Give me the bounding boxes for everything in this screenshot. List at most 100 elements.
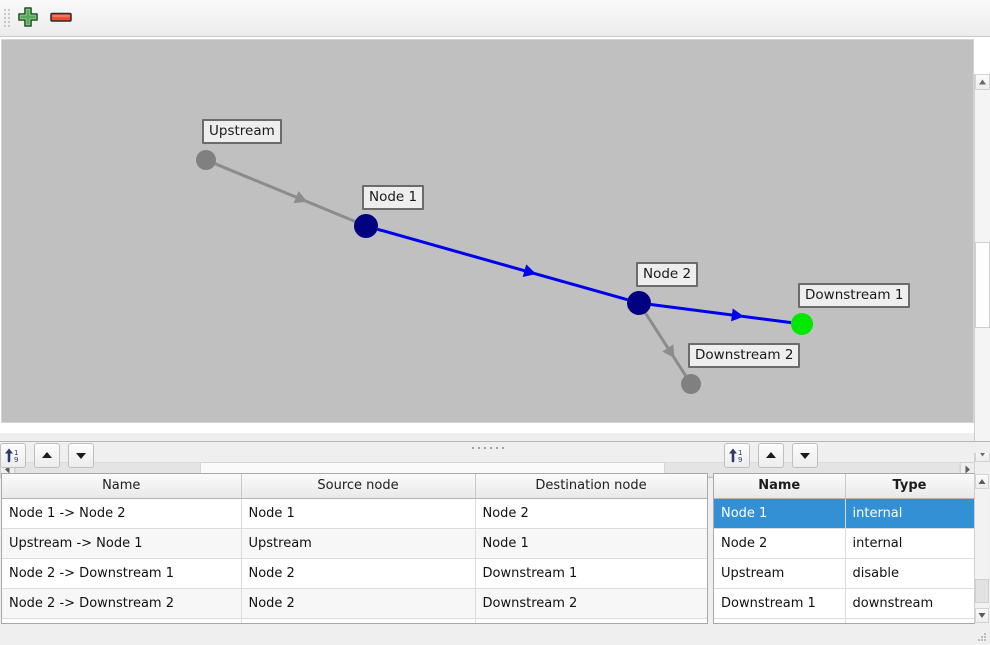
edge-table-empty-cell xyxy=(2,618,242,623)
graph-node-label-upstream[interactable]: Upstream xyxy=(202,119,282,144)
add-button[interactable] xyxy=(14,5,42,32)
status-bar xyxy=(0,625,990,645)
svg-text:9: 9 xyxy=(14,456,18,464)
edge-table-cell-0[interactable]: Node 2 -> Downstream 2 xyxy=(2,588,242,619)
edge-sort-button[interactable]: 1 9 xyxy=(0,443,26,468)
scroll-up-arrow-icon[interactable] xyxy=(975,474,989,489)
edge-table-cell-2[interactable]: Downstream 1 xyxy=(475,558,707,589)
graph-node-downstream2[interactable] xyxy=(681,374,701,394)
node-table-cell-0[interactable]: Node 2 xyxy=(714,528,846,559)
node-table-cell-0[interactable]: Downstream 1 xyxy=(714,588,846,619)
graph-vscroll-thumb[interactable] xyxy=(975,242,990,328)
graph-node-node2[interactable] xyxy=(627,291,651,315)
node-table-empty-row xyxy=(714,618,974,623)
edge-table-cell-1[interactable]: Node 2 xyxy=(241,588,476,619)
graph-edge-node2-downstream1[interactable] xyxy=(650,303,792,325)
edge-table-column-header-2[interactable]: Destination node xyxy=(475,474,707,499)
edge-table-cell-2[interactable]: Node 1 xyxy=(475,528,707,559)
green-plus-icon xyxy=(18,7,38,27)
triangle-down-icon xyxy=(800,453,810,459)
node-table-cell-1[interactable]: internal xyxy=(845,528,974,559)
graph-node-label-downstream1[interactable]: Downstream 1 xyxy=(798,283,911,308)
graph-node-node1[interactable] xyxy=(354,214,378,238)
edge-table-cell-0[interactable]: Upstream -> Node 1 xyxy=(2,528,242,559)
svg-text:1: 1 xyxy=(738,449,742,457)
triangle-up-icon xyxy=(42,452,52,458)
svg-text:9: 9 xyxy=(738,456,742,464)
node-sort-button[interactable]: 1 9 xyxy=(724,443,750,468)
edge-table-column-header-1[interactable]: Source node xyxy=(241,474,476,499)
node-table-column-header-0[interactable]: Name xyxy=(714,474,846,499)
graph-node-label-node2[interactable]: Node 2 xyxy=(636,262,699,287)
node-table-cell-0[interactable]: Node 1 xyxy=(714,498,846,529)
edge-table-cell-1[interactable]: Node 2 xyxy=(241,558,476,589)
edge-move-down-button[interactable] xyxy=(68,443,94,468)
graph-edge-arrow-node2-downstream1 xyxy=(731,308,744,322)
edge-table-column-header-0[interactable]: Name xyxy=(2,474,242,499)
edge-table-cell-1[interactable]: Node 1 xyxy=(241,498,476,529)
edge-move-up-button[interactable] xyxy=(34,443,60,468)
graph-node-label-downstream2[interactable]: Downstream 2 xyxy=(688,343,801,368)
edge-table-empty-cell xyxy=(475,618,707,623)
delete-button[interactable] xyxy=(47,5,75,32)
graph-edge-upstream-node1[interactable] xyxy=(214,162,356,223)
red-minus-icon xyxy=(50,12,72,22)
node-table-empty-cell xyxy=(845,618,974,623)
node-table-cell-1[interactable]: downstream xyxy=(845,588,974,619)
triangle-down-icon xyxy=(76,453,86,459)
graph-edge-arrow-node2-downstream2 xyxy=(662,344,675,359)
edge-table-cell-2[interactable]: Downstream 2 xyxy=(475,588,707,619)
edge-table-cell-0[interactable]: Node 1 -> Node 2 xyxy=(2,498,242,529)
graph-node-label-node1[interactable]: Node 1 xyxy=(362,185,425,210)
scroll-down-arrow-icon[interactable] xyxy=(975,608,989,623)
node-table-cell-1[interactable]: disable xyxy=(845,558,974,589)
graph-edge-node1-node2[interactable] xyxy=(377,227,628,302)
graph-edge-node2-downstream2[interactable] xyxy=(644,312,687,377)
scroll-up-arrow-icon[interactable] xyxy=(975,74,990,90)
drag-handle-icon[interactable] xyxy=(4,9,11,29)
node-move-up-button[interactable] xyxy=(758,443,784,468)
edge-table-empty-cell xyxy=(241,618,476,623)
node-table-cell-0[interactable]: Upstream xyxy=(714,558,846,589)
edge-table-cell-1[interactable]: Upstream xyxy=(241,528,476,559)
graph-node-downstream1[interactable] xyxy=(791,313,813,335)
sort-ascending-icon: 1 9 xyxy=(5,448,18,464)
sort-ascending-icon: 1 9 xyxy=(729,448,742,464)
node-table-empty-cell xyxy=(714,618,846,623)
splitter-line xyxy=(0,441,990,442)
graph-node-upstream[interactable] xyxy=(196,150,216,170)
edge-table-cell-2[interactable]: Node 2 xyxy=(475,498,707,529)
triangle-up-icon xyxy=(766,452,776,458)
node-table-scrollbar[interactable] xyxy=(974,474,989,623)
node-table-column-header-1[interactable]: Type xyxy=(845,474,974,499)
splitter-grip-icon xyxy=(472,447,518,450)
edge-table-cell-0[interactable]: Node 2 -> Downstream 1 xyxy=(2,558,242,589)
node-table-cell-1[interactable]: internal xyxy=(845,498,974,529)
edge-table-empty-row xyxy=(2,618,707,623)
node-table-scroll-thumb[interactable] xyxy=(975,579,989,603)
graph-edge-arrow-upstream-node1 xyxy=(293,191,308,204)
resize-grip-icon[interactable] xyxy=(978,633,987,642)
graph-vertical-scrollbar[interactable] xyxy=(974,74,990,462)
node-move-down-button[interactable] xyxy=(792,443,818,468)
